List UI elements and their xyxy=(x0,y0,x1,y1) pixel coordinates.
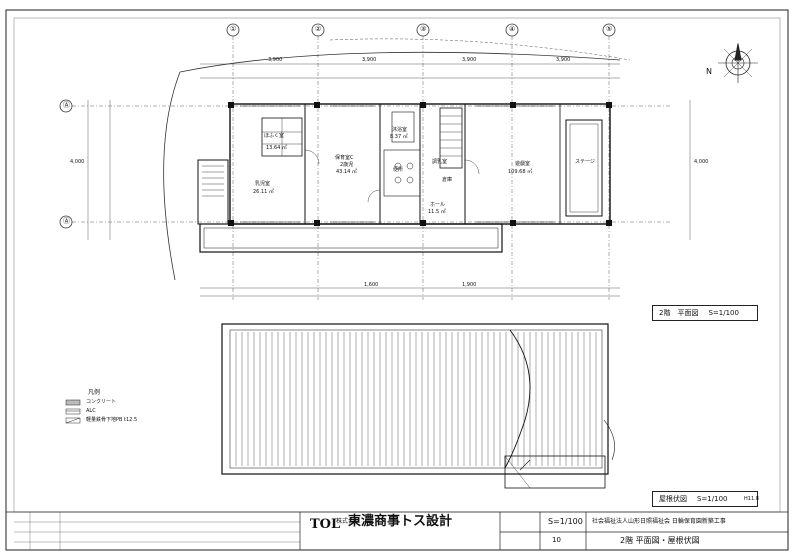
room-mokuyoku-name: 沐浴室 xyxy=(392,127,408,133)
room-nyuji-name: 乳児室 xyxy=(255,181,271,187)
floor-plan xyxy=(197,102,612,253)
grid-col-4: ④ xyxy=(509,25,516,33)
dim-bottom-2: 1,900 xyxy=(462,282,477,288)
legend-title: 凡例 xyxy=(88,389,101,396)
compass-north-label: N xyxy=(706,67,712,76)
dim-top-3: 3,900 xyxy=(462,57,477,63)
roof-plan-scale: S=1/100 xyxy=(697,495,728,503)
logo-mark: TOL xyxy=(310,517,341,532)
dim-top-2: 3,900 xyxy=(362,57,377,63)
legend-item-concrete: コンクリート xyxy=(86,399,117,405)
dim-top-4: 3,900 xyxy=(556,57,571,63)
floor-plan-title: 2階 平面図 S=1/100 xyxy=(652,305,758,321)
grid-row-a2: Ⓐ xyxy=(63,217,70,225)
room-chonyu-name: 調乳室 xyxy=(432,159,448,165)
room-stage-name: ステージ xyxy=(575,159,595,165)
roof-plan-title-text: 屋根伏図 xyxy=(659,495,687,503)
dim-top-1: 3,900 xyxy=(268,57,283,63)
drawing-name: 2階 平面図・屋根伏図 xyxy=(620,536,700,545)
legend-item-pb: 軽量鉄骨下地PB t12.5 xyxy=(86,417,138,423)
dim-left-1: 4,000 xyxy=(70,159,85,165)
dim-bottom-1: 1,600 xyxy=(364,282,379,288)
room-souko-name: 倉庫 xyxy=(442,177,453,183)
floor-plan-scale: S=1/100 xyxy=(708,309,739,317)
room-mokuyoku-area: 8.37 ㎡ xyxy=(390,134,408,140)
room-yugi-name: 遊戯室 xyxy=(515,161,531,167)
company-name: 東濃商事トス設計 xyxy=(348,514,453,529)
room-yugi-area: 109.68 ㎡ xyxy=(508,169,533,175)
grid-col-2: ② xyxy=(315,25,322,33)
room-hofuku-name: ほふく室 xyxy=(264,133,285,139)
project-name: 社会福祉法人山形日照福祉会 日輪保育園新築工事 xyxy=(592,518,726,525)
inner-border xyxy=(13,17,781,513)
drawing-no: 10 xyxy=(552,536,561,544)
dim-right-1: 4,000 xyxy=(694,159,709,165)
sheet-border xyxy=(5,9,789,551)
roof-plan xyxy=(221,323,615,489)
title-block-frame xyxy=(6,511,788,550)
room-benjo-name: 便所 xyxy=(393,167,404,173)
room-hall-area: 11.5 ㎡ xyxy=(428,209,446,215)
scale-cell: S=1/100 xyxy=(548,517,583,526)
column-grid xyxy=(226,23,616,300)
legend-symbols xyxy=(65,399,81,424)
room-hoiku-c-area: 43.14 ㎡ xyxy=(336,169,357,175)
room-nyuji-area: 26.11 ㎡ xyxy=(253,189,274,195)
room-hall-name: ホール xyxy=(430,202,446,208)
date-mark: H11.8 xyxy=(744,496,759,502)
legend-item-alc: ALC xyxy=(86,408,96,414)
site-boundary xyxy=(179,51,621,73)
roof-plan-title: 屋根伏図 S=1/100 xyxy=(652,491,758,507)
north-arrow-icon xyxy=(718,43,758,83)
grid-col-1: ① xyxy=(230,25,237,33)
room-hofuku-area: 13.64 ㎡ xyxy=(266,145,287,151)
room-hoiku-c-sub: 2歳児 xyxy=(340,162,354,168)
grid-col-5: ⑤ xyxy=(606,25,613,33)
grid-col-3: ③ xyxy=(420,25,427,33)
floor-plan-title-text: 2階 平面図 xyxy=(659,309,699,317)
company-prefix: 株式会社 xyxy=(336,518,361,525)
dimension-lines xyxy=(87,63,691,297)
room-hoiku-c-name: 保育室C xyxy=(335,155,354,161)
site-boundary-west xyxy=(163,71,181,281)
grid-row-a1: Ⓐ xyxy=(63,101,70,109)
